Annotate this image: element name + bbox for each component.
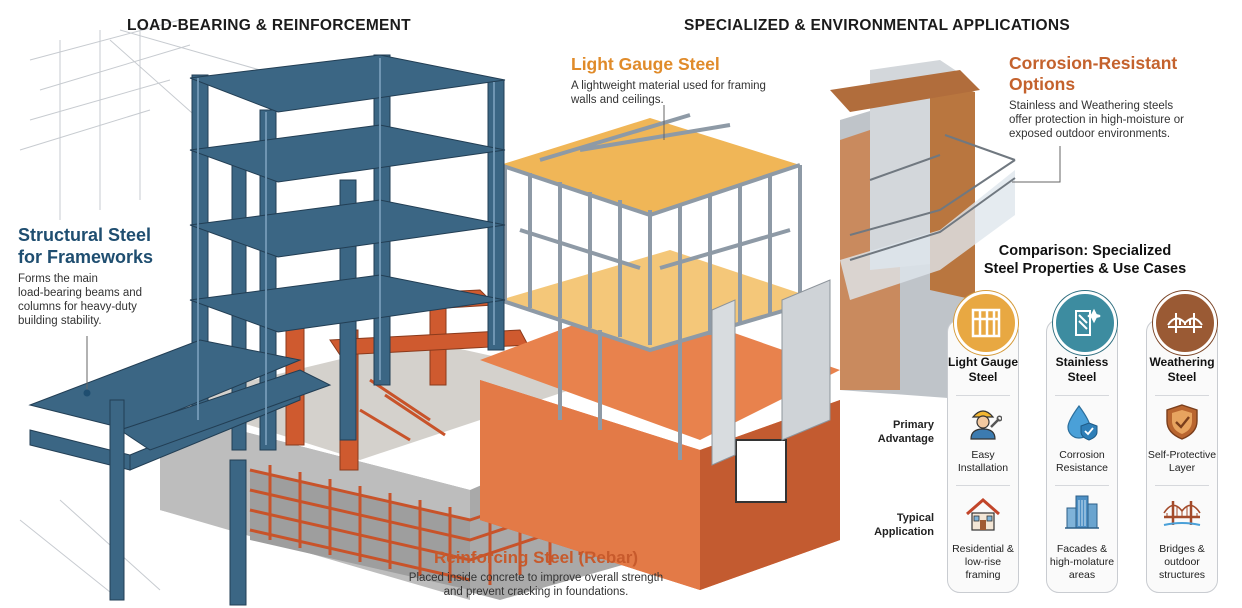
rebar-desc-line: and prevent cracking in foundations.	[443, 586, 629, 598]
card-name-line: Steel	[1067, 370, 1097, 384]
comparison-heading: Comparison: Specialized Steel Properties…	[975, 242, 1195, 278]
rebar-desc-line: Placed inside concrete to improve overal…	[408, 572, 664, 584]
bridge-badge-icon	[1153, 291, 1217, 355]
corrosion-desc-line: Stainless and Weathering steels	[1009, 100, 1174, 112]
comparison-title-line1: Comparison: Specialized	[998, 243, 1172, 259]
light-gauge-frame	[499, 113, 821, 460]
structural-steel-frame	[28, 54, 506, 606]
worker-with-wrench-icon	[970, 410, 1002, 440]
card-weathering-steel: Weathering Steel Self-Protective Layer B…	[1146, 291, 1218, 593]
brick-wall-block	[480, 300, 840, 590]
bridge-icon	[1163, 501, 1201, 526]
structural-desc-line: load-bearing beams and	[18, 287, 143, 299]
application-text-line: high-molature	[1049, 556, 1115, 568]
light-gauge-frame-icon	[954, 291, 1018, 355]
rebar-callout: Reinforcing Steel (Rebar) Placed inside …	[386, 548, 686, 599]
row-label-typical-application: Typical Application	[874, 512, 934, 538]
card-stainless-steel: Stainless Steel Corrosion Resistance Fac…	[1046, 291, 1118, 593]
structural-title-line1: Structural Steel	[18, 225, 152, 245]
structural-desc-line: Forms the main	[18, 273, 98, 285]
corrosion-title-line1: Corrosion-Resistant	[1009, 53, 1178, 73]
card-name-line: Steel	[968, 370, 998, 384]
rebar-title: Reinforcing Steel (Rebar)	[433, 548, 639, 567]
corrosion-desc-line: exposed outdoor environments.	[1009, 128, 1171, 140]
light-gauge-callout: Light Gauge Steel A lightweight material…	[571, 53, 811, 107]
row-label-primary-advantage: Primary Advantage	[877, 419, 934, 445]
card-name-line: Steel	[1167, 370, 1197, 384]
section-header-load-bearing: LOAD-BEARING & REINFORCEMENT	[127, 17, 411, 34]
application-text-line: structures	[1158, 569, 1206, 581]
shield-check-icon	[1166, 404, 1198, 440]
application-text-line: areas	[1068, 569, 1096, 581]
advantage-text-line: Installation	[957, 462, 1009, 474]
callout-lines	[86, 105, 1061, 392]
section-header-specialized: SPECIALIZED & ENVIRONMENTAL APPLICATIONS	[684, 17, 1071, 34]
light-gauge-title: Light Gauge Steel	[571, 54, 720, 74]
application-text-line: Facades &	[1056, 543, 1108, 555]
card-light-gauge-steel: Light Gauge Steel Easy Installation Resi…	[947, 291, 1019, 593]
application-text-line: low-rise	[964, 556, 1002, 568]
structural-desc-line: columns for heavy-duty	[18, 301, 137, 313]
corrosion-resistant-callout: Corrosion-Resistant Options Stainless an…	[1009, 53, 1234, 141]
advantage-text-line: Self-Protective	[1147, 449, 1217, 461]
advantage-text-line: Corrosion	[1059, 449, 1105, 461]
comparison-title-line2: Steel Properties & Use Cases	[983, 261, 1187, 277]
advantage-text-line: Layer	[1168, 462, 1196, 474]
application-text-line: Residential &	[952, 543, 1014, 555]
water-drop-shield-icon	[1067, 404, 1098, 441]
application-text-line: Bridges &	[1159, 543, 1205, 555]
card-name-line: Stainless	[1055, 355, 1109, 369]
structural-steel-callout: Structural Steel for Frameworks Forms th…	[18, 224, 193, 328]
application-text-line: outdoor	[1164, 556, 1200, 568]
light-gauge-desc-line: A lightweight material used for framing	[571, 80, 766, 92]
card-name-line: Light Gauge	[948, 355, 1018, 369]
advantage-text-line: Resistance	[1056, 462, 1108, 474]
corrosion-title-line2: Options	[1009, 74, 1076, 94]
light-gauge-desc-line: walls and ceilings.	[571, 94, 664, 106]
structural-title-line2: for Frameworks	[18, 247, 154, 267]
corrosion-desc-line: offer protection in high-moisture or	[1009, 114, 1184, 126]
sketch-lines	[19, 19, 261, 601]
skyscraper-icon	[1065, 495, 1099, 529]
stainless-sheet-icon	[1053, 291, 1117, 355]
advantage-text-line: Easy	[971, 449, 995, 461]
application-text-line: framing	[965, 569, 1001, 581]
corrosion-resistant-building	[711, 60, 1016, 466]
structural-desc-line: building stability.	[18, 315, 102, 327]
card-name-line: Weathering	[1149, 355, 1215, 369]
house-icon	[966, 498, 1000, 531]
